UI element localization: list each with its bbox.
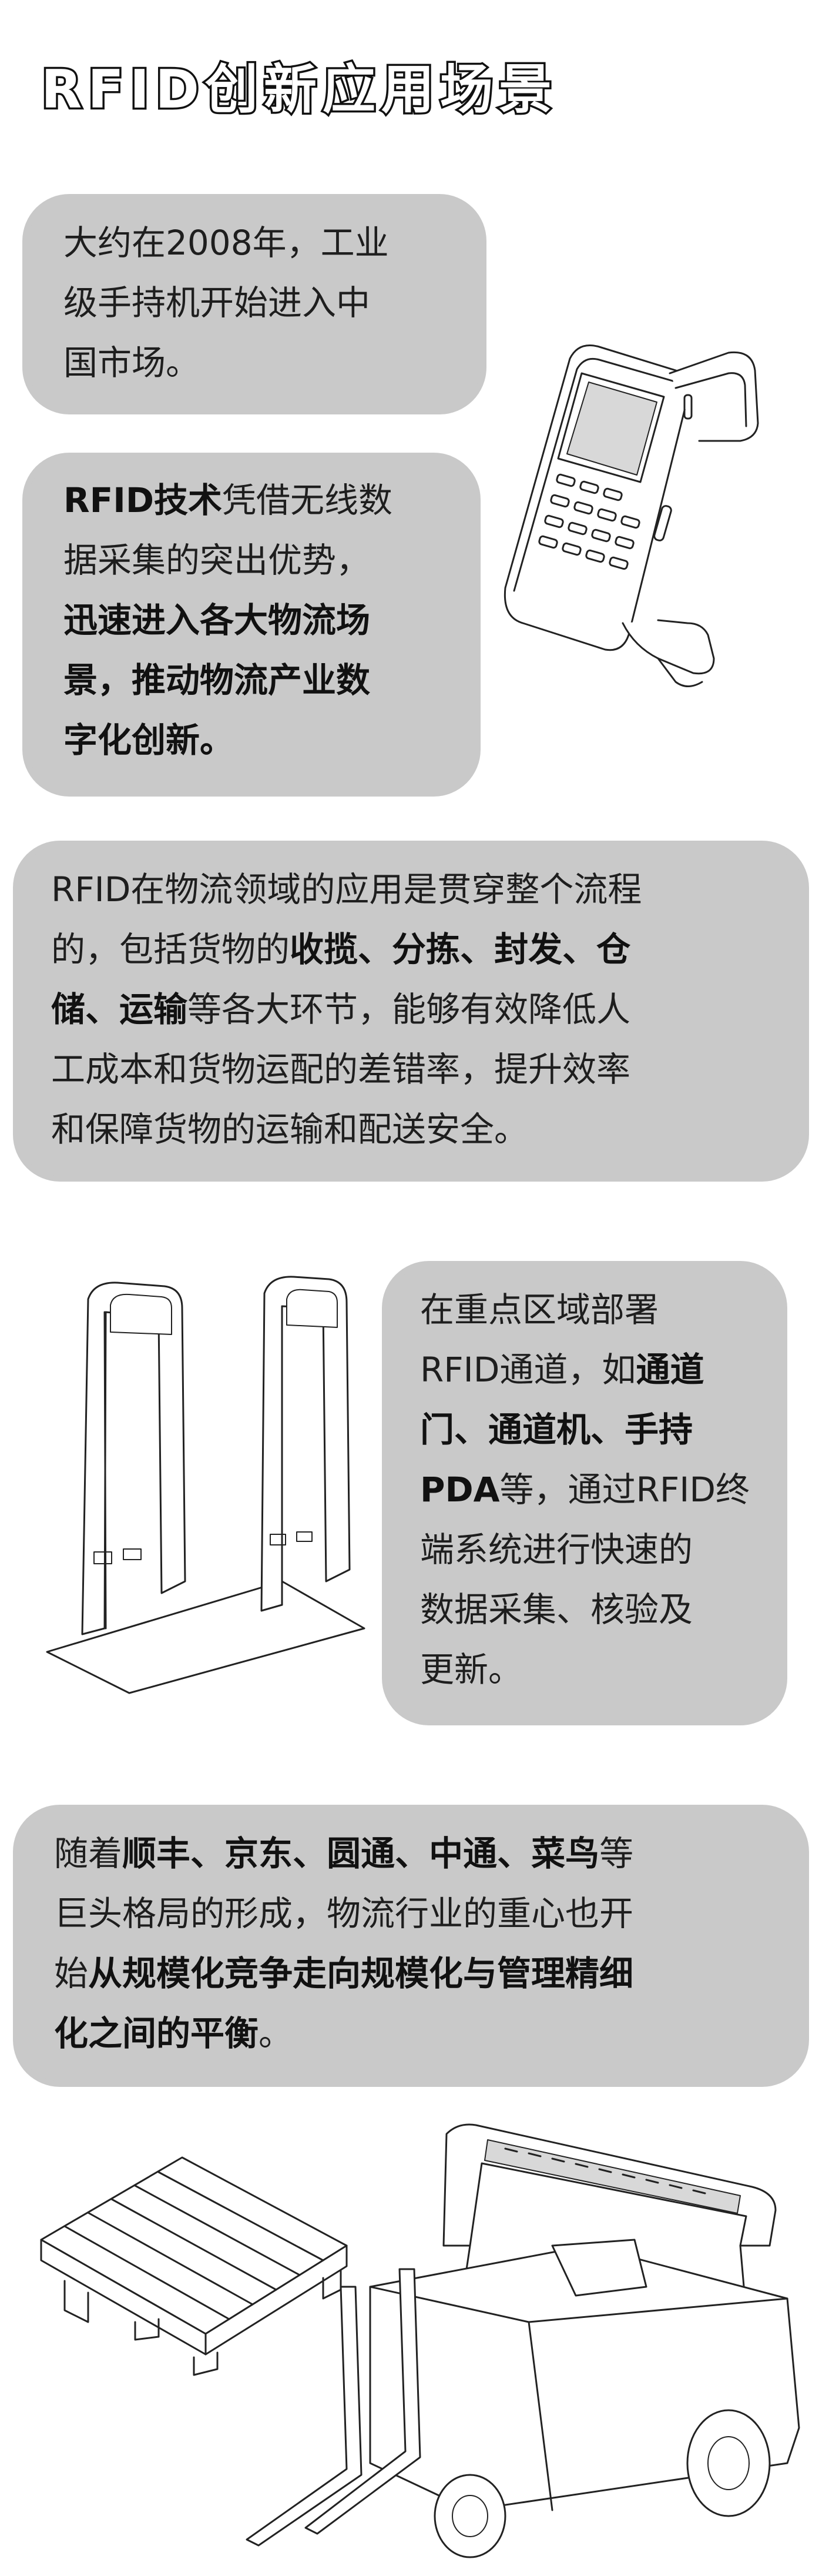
channel-line-6: 数据采集、核验及 — [420, 1590, 693, 1630]
history-line-3: 国市场。 — [63, 343, 200, 383]
logistics-line-5: 和保障货物的运输和配送安全。 — [51, 1109, 529, 1149]
separator: 、 — [190, 1834, 225, 1874]
company-yto: 圆通 — [327, 1834, 395, 1874]
separator: 、 — [395, 1834, 429, 1874]
channel-line-1: 在重点区域部署 — [420, 1290, 659, 1330]
keyword-pda: PDA — [420, 1470, 500, 1510]
keyword-storage-1: 仓 — [596, 929, 631, 969]
logistics-line-2: 的，包括货物的收揽、分拣、封发、仓 — [51, 919, 803, 979]
channel-line-5: 端系统进行快速的 — [420, 1530, 693, 1570]
page-title: RFID创新应用场景 — [39, 57, 558, 123]
industry-line-3-bold: 从规模化竞争走向规模化与管理精细 — [88, 1953, 634, 1993]
logistics-line-1: RFID在物流领域的应用是贯穿整个流程 — [51, 869, 642, 909]
keyword-collect: 收揽 — [290, 929, 358, 969]
keyword-transport: 运输 — [119, 989, 188, 1029]
rfid-tech-bold: RFID技术 — [63, 480, 223, 520]
channel-line-7: 更新。 — [420, 1650, 523, 1690]
separator: 、 — [293, 1834, 327, 1874]
company-jd: 京东 — [224, 1834, 293, 1874]
logistics-line-3-text: 等各大环节，能够有效降低人 — [187, 989, 631, 1029]
keyword-sort: 分拣 — [392, 929, 461, 969]
industry-line-3-text: 始 — [54, 1953, 89, 1993]
keyword-storage-2: 储 — [51, 989, 86, 1029]
rfid-tech-line-1: RFID技术凭借无线数 — [63, 470, 475, 530]
text-bubble-history: 大约在2008年，工业 级手持机开始进入中 国市场。 — [22, 194, 486, 414]
text-bubble-industry: 随着顺丰、京东、圆通、中通、菜鸟等 巨头格局的形成，物流行业的重心也开 始从规模… — [13, 1805, 809, 2087]
rfid-tech-rest: 凭借无线数 — [222, 480, 393, 520]
separator: 、 — [358, 929, 392, 969]
rfid-tech-line-5: 字化创新。 — [63, 720, 234, 760]
industry-line-2: 巨头格局的形成，物流行业的重心也开 — [54, 1893, 634, 1933]
keyword-gate: 通道 — [636, 1350, 704, 1390]
history-line-1: 大约在2008年，工业 — [63, 223, 389, 263]
channel-line-2-text: RFID通道，如 — [420, 1350, 636, 1390]
separator: 、 — [460, 929, 495, 969]
industry-line-4-bold: 化之间的平衡 — [54, 2013, 259, 2053]
company-cainiao: 菜鸟 — [531, 1834, 600, 1874]
industry-line-1: 随着顺丰、京东、圆通、中通、菜鸟等 — [54, 1824, 803, 1884]
text-bubble-channel: 在重点区域部署 RFID通道，如通道 门、通道机、手持 PDA等，通过RFID终… — [382, 1261, 787, 1725]
logistics-line-4: 工成本和货物运配的差错率，提升效率 — [51, 1049, 631, 1089]
keyword-dispatch: 封发 — [494, 929, 563, 969]
industry-line-4-end: 。 — [259, 2013, 293, 2053]
industry-line-1-text: 随着 — [54, 1834, 123, 1874]
forklift-illustration — [246, 2123, 800, 2558]
rfid-gate-illustration — [46, 1276, 365, 1694]
channel-line-2: RFID通道，如通道 — [420, 1340, 781, 1400]
logistics-line-2-text: 的，包括货物的 — [51, 929, 290, 969]
logistics-line-3: 储、运输等各大环节，能够有效降低人 — [51, 979, 803, 1039]
channel-line-4-text: 等，通过RFID终 — [499, 1470, 750, 1510]
text-bubble-rfid-tech: RFID技术凭借无线数 据采集的突出优势， 迅速进入各大物流场 景，推动物流产业… — [22, 453, 481, 797]
rfid-tech-line-4: 景，推动物流产业数 — [63, 660, 371, 700]
pallet-illustration — [40, 2156, 348, 2376]
channel-line-4: PDA等，通过RFID终 — [420, 1460, 781, 1520]
history-line-2: 级手持机开始进入中 — [63, 283, 371, 323]
industry-line-3: 始从规模化竞争走向规模化与管理精细 — [54, 1943, 803, 2003]
rfid-tech-line-3: 迅速进入各大物流场 — [63, 600, 371, 640]
industry-line-1-end: 等 — [599, 1834, 634, 1874]
company-zto: 中通 — [429, 1834, 498, 1874]
separator: 、 — [562, 929, 597, 969]
channel-line-3: 门、通道机、手持 — [420, 1410, 693, 1450]
rfid-tech-line-2: 据采集的突出优势， — [63, 540, 371, 580]
industry-line-4: 化之间的平衡。 — [54, 2003, 803, 2063]
separator: 、 — [85, 989, 120, 1029]
separator: 、 — [497, 1834, 532, 1874]
handheld-pda-illustration — [504, 344, 759, 687]
company-sf: 顺丰 — [122, 1834, 191, 1874]
text-bubble-logistics: RFID在物流领域的应用是贯穿整个流程 的，包括货物的收揽、分拣、封发、仓 储、… — [13, 841, 809, 1182]
